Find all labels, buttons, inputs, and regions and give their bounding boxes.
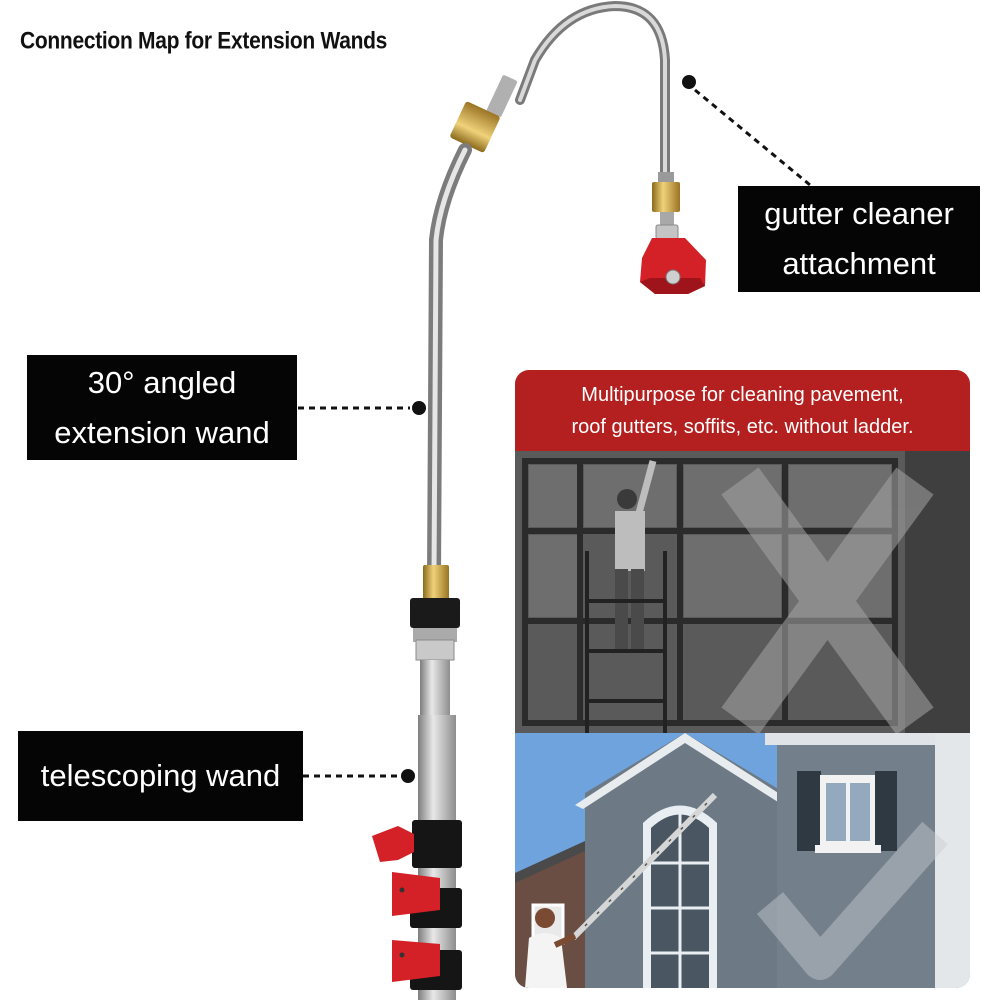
top-coupler [450, 75, 518, 153]
page-title: Connection Map for Extension Wands [20, 28, 388, 55]
angled-callout-leader [298, 401, 426, 415]
panel-banner: Multipurpose for cleaning pavement, roof… [515, 370, 970, 451]
gutter-cleaner-label: gutter cleaner attachment [738, 186, 980, 292]
check-mark-icon [756, 821, 948, 980]
telescoping-wand-label: telescoping wand [18, 731, 303, 821]
comparison-photos [515, 451, 970, 988]
gutter-callout-leader [682, 75, 811, 187]
side-window [797, 771, 897, 853]
curved-wand-tube [515, 0, 670, 185]
worker-figure [615, 460, 657, 649]
gutter-cleaner-attachment [652, 172, 680, 240]
angled-wand-label: 30° angled extension wand [27, 355, 297, 460]
ladder-photo [515, 451, 970, 735]
x-mark-icon [721, 467, 934, 735]
comparison-panel: Multipurpose for cleaning pavement, roof… [515, 370, 970, 988]
extension-pole-in-use [570, 792, 718, 941]
bottom-coupler [410, 565, 460, 720]
man-figure [525, 908, 577, 988]
red-nozzle-tip [640, 238, 706, 294]
telescoping-callout-leader [303, 769, 415, 783]
house-photo [515, 733, 970, 988]
telescoping-pole [372, 715, 462, 1000]
